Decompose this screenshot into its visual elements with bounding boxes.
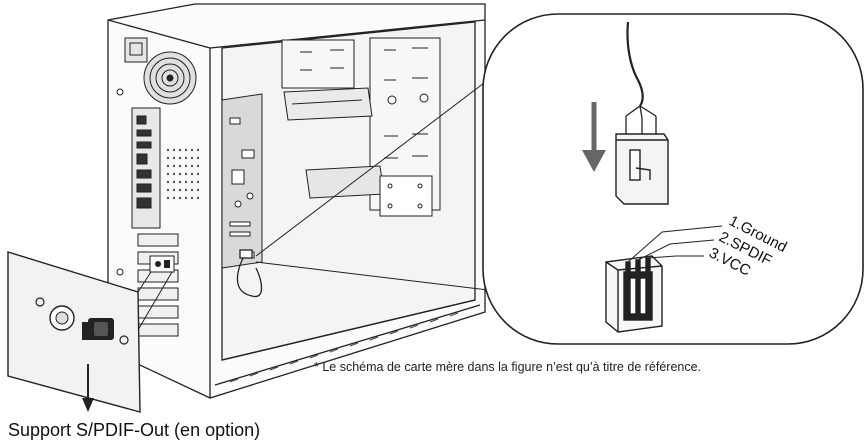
spdif-header <box>605 255 663 333</box>
down-arrow-icon <box>82 364 94 412</box>
pin-leader-lines <box>627 225 723 263</box>
drive-bays <box>281 37 441 217</box>
rear-panel <box>116 37 200 337</box>
case-floor-ridges <box>229 312 459 383</box>
zoom-detail: 1.Ground 2.SPDIF 3.VCC <box>482 13 864 345</box>
cable-plug <box>615 133 669 205</box>
zoom-pointer-lines <box>255 79 489 291</box>
diagram-caption: Support S/PDIF-Out (en option) <box>8 420 261 440</box>
optical-port-icon <box>82 318 114 340</box>
insert-arrow-icon <box>582 102 606 172</box>
reference-footnote: * Le schéma de carte mère dans la figure… <box>314 360 702 374</box>
motherboard <box>221 93 263 269</box>
bracket-zoom <box>7 251 175 413</box>
spdif-cable <box>236 249 263 298</box>
